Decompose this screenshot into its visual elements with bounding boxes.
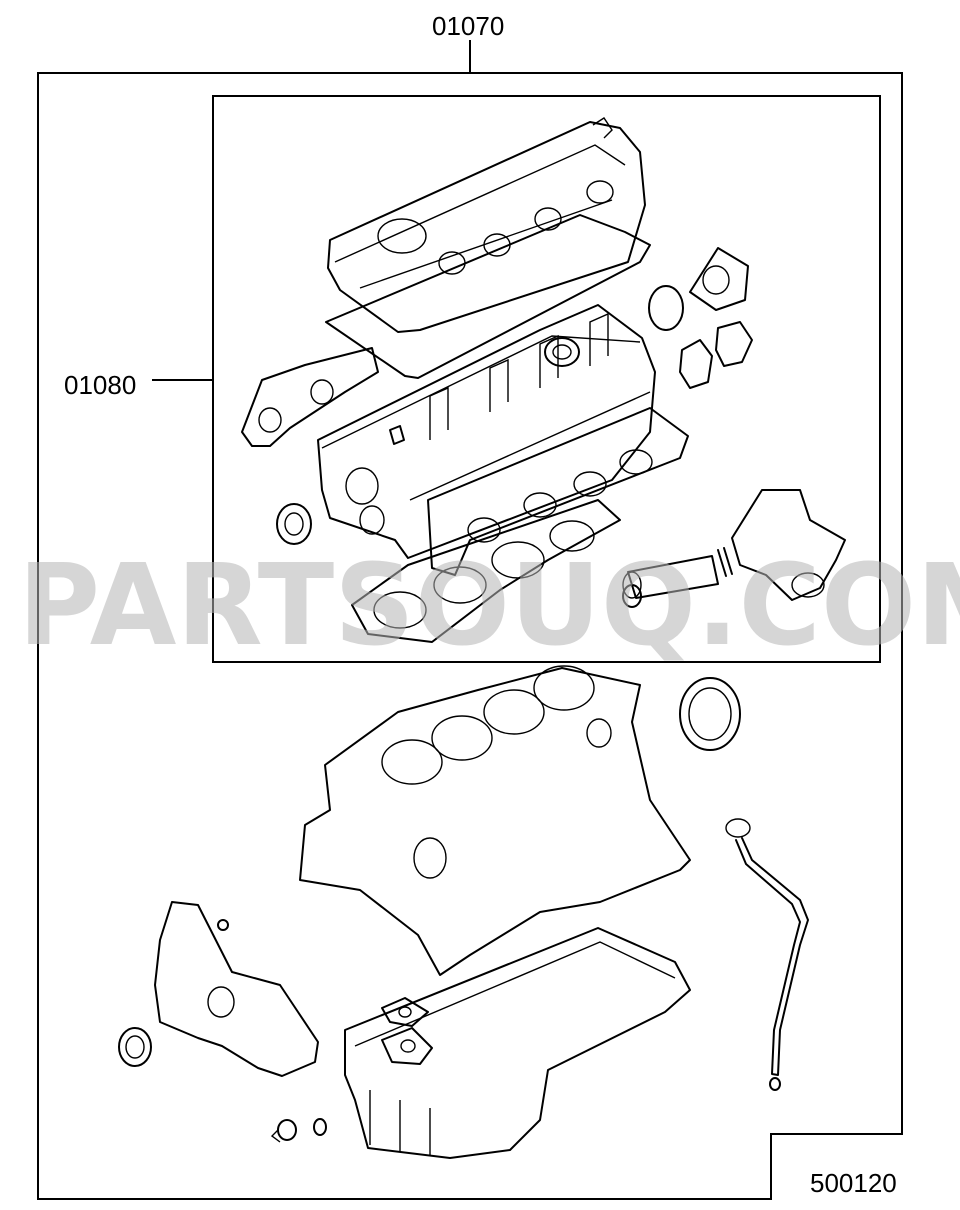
dipstick-o-ring [769, 1077, 781, 1091]
drain-plug-washer [313, 1118, 327, 1136]
small-gasket-a [679, 339, 713, 389]
front-oil-seal [276, 503, 312, 545]
outer-kit-frame [37, 72, 903, 1200]
hose-o-ring [622, 584, 642, 608]
case-o-ring [217, 919, 229, 931]
hose-clamp-ring [717, 547, 733, 577]
cylinder-head [317, 304, 656, 559]
valve-cover [327, 117, 646, 333]
water-outlet-fitting [731, 489, 846, 601]
small-gasket-b [715, 321, 753, 367]
label-01080: 01080 [64, 370, 136, 400]
oil-pan [344, 927, 691, 1159]
camshaft-seal [544, 337, 580, 367]
oil-dipstick [725, 818, 809, 1076]
timing-chain-case [154, 901, 319, 1077]
crankshaft-front-seal [118, 1027, 152, 1067]
valve-stem-seal [389, 425, 405, 445]
figure-number: 500120 [810, 1168, 897, 1198]
rear-main-seal [679, 677, 741, 751]
thermostat-housing-gasket [689, 247, 749, 311]
drain-plug [270, 1119, 297, 1143]
head-gasket [351, 499, 621, 643]
label-01070: 01070 [432, 11, 504, 41]
oil-pump-gasket [381, 997, 429, 1027]
cylinder-block [299, 665, 691, 976]
intake-manifold-gasket [427, 407, 689, 576]
watermark: PARTSOUQ.COM [18, 541, 960, 671]
thermostat-o-ring [648, 285, 684, 331]
oil-strainer-gasket [381, 1027, 433, 1065]
exhaust-manifold-gasket [241, 347, 379, 447]
valve-cover-gasket [325, 214, 651, 379]
water-hose [622, 555, 719, 599]
